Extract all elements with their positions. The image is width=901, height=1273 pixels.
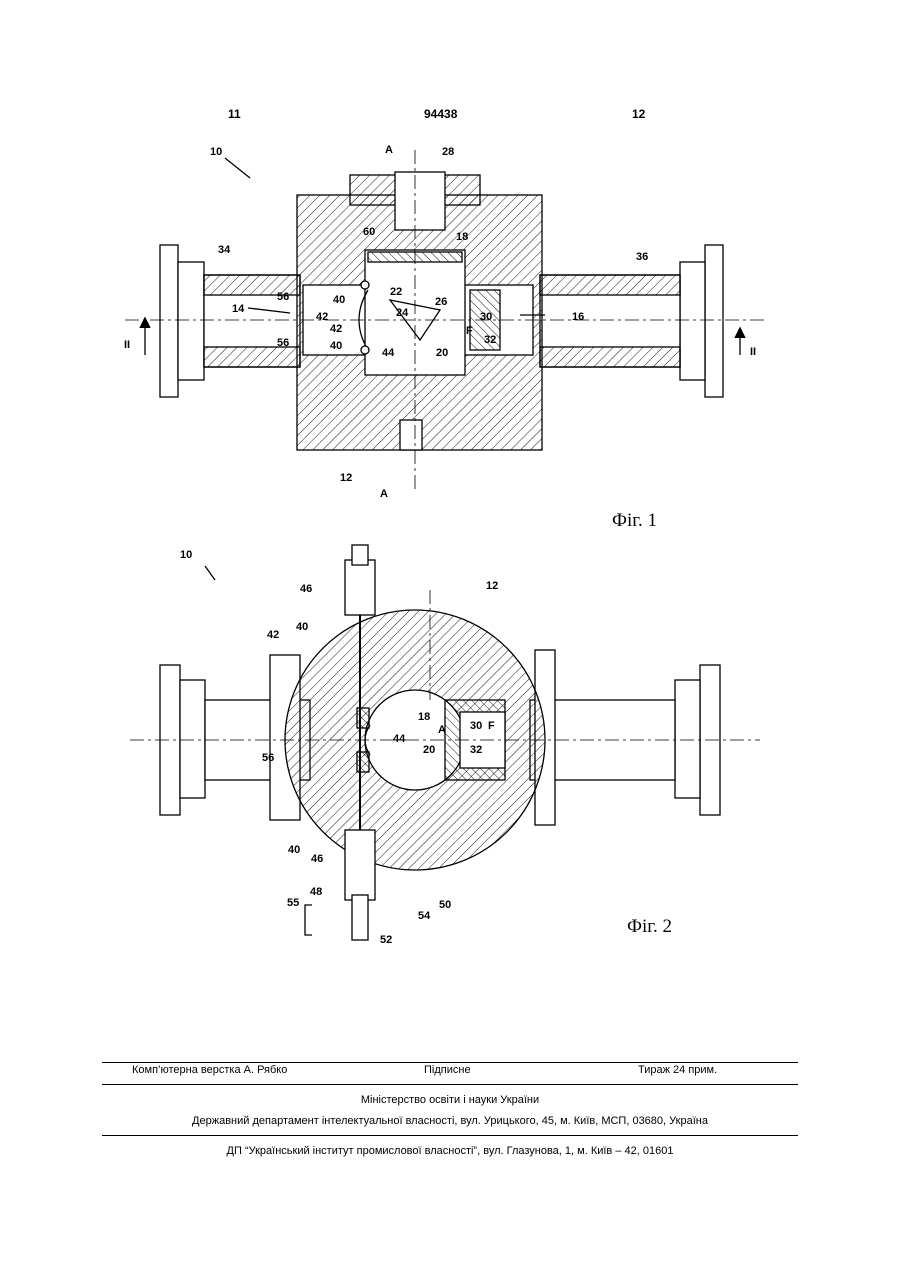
figure-1-drawing bbox=[125, 150, 765, 490]
fig1-ref-44: 44 bbox=[382, 347, 395, 359]
footer-middle-rule bbox=[102, 1084, 798, 1085]
fig2-ref-42: 42 bbox=[267, 629, 279, 641]
fig2-ref-40a: 40 bbox=[296, 621, 308, 633]
footer-typesetting: Комп’ютерна верстка А. Рябко bbox=[132, 1064, 287, 1076]
fig1-ref-f: F bbox=[466, 325, 473, 337]
fig1-caption: Фіг. 1 bbox=[612, 510, 657, 531]
footer-bottom-rule bbox=[102, 1135, 798, 1136]
fig1-ref-60: 60 bbox=[363, 226, 375, 238]
fig1-ref-12: 12 bbox=[340, 472, 352, 484]
fig2-ref-30: 30 bbox=[470, 720, 482, 732]
fig1-ref-16: 16 bbox=[572, 311, 584, 323]
fig1-section-ii-right: II bbox=[750, 346, 756, 358]
fig1-axis-a-top: A bbox=[385, 144, 393, 156]
fig2-caption: Фіг. 2 bbox=[627, 916, 672, 937]
fig1-ref-40b: 40 bbox=[330, 340, 342, 352]
fig2-ref-48: 48 bbox=[310, 886, 322, 898]
fig2-ref-56: 56 bbox=[262, 752, 274, 764]
footer-top-rule bbox=[102, 1062, 798, 1063]
footer-ministry: Міністерство освіти і науки України bbox=[102, 1094, 798, 1106]
fig2-ref-52: 52 bbox=[380, 934, 392, 946]
fig1-ref-14: 14 bbox=[232, 303, 245, 315]
fig1-axis-a-bottom: A bbox=[380, 488, 388, 500]
fig1-ref-42a: 42 bbox=[316, 311, 328, 323]
fig1-ref-10: 10 bbox=[210, 146, 222, 158]
technical-drawings: 10 A 28 60 18 34 36 56 40 22 26 14 42 24… bbox=[0, 0, 901, 1000]
footer-signed: Підписне bbox=[424, 1064, 471, 1076]
fig1-ref-36: 36 bbox=[636, 251, 648, 263]
fig1-ref-24: 24 bbox=[396, 307, 409, 319]
fig1-ref-20: 20 bbox=[436, 347, 448, 359]
fig2-ref-46b: 46 bbox=[311, 853, 323, 865]
fig1-ref-18: 18 bbox=[456, 231, 468, 243]
fig1-ref-34: 34 bbox=[218, 244, 231, 256]
footer-department: Державний департамент інтелектуальної вл… bbox=[102, 1115, 798, 1127]
fig2-ref-50: 50 bbox=[439, 899, 451, 911]
fig1-ref-22: 22 bbox=[390, 286, 402, 298]
fig2-ref-46a: 46 bbox=[300, 583, 312, 595]
fig2-ref-54: 54 bbox=[418, 910, 431, 922]
fig1-ref-42b: 42 bbox=[330, 323, 342, 335]
fig1-ref-28: 28 bbox=[442, 146, 454, 158]
fig1-ref-56a: 56 bbox=[277, 291, 289, 303]
footer-circulation: Тираж 24 прим. bbox=[638, 1064, 717, 1076]
fig1-ref-32: 32 bbox=[484, 334, 496, 346]
fig2-ref-32: 32 bbox=[470, 744, 482, 756]
fig2-ref-a: A bbox=[438, 724, 446, 736]
fig1-ref-26: 26 bbox=[435, 296, 447, 308]
fig1-ref-56b: 56 bbox=[277, 337, 289, 349]
fig1-section-ii-left: II bbox=[124, 339, 130, 351]
fig1-ref-30: 30 bbox=[480, 311, 492, 323]
fig1-ref-40a: 40 bbox=[333, 294, 345, 306]
fig2-ref-20: 20 bbox=[423, 744, 435, 756]
fig2-ref-12: 12 bbox=[486, 580, 498, 592]
fig2-ref-55: 55 bbox=[287, 897, 299, 909]
figure-2-drawing bbox=[130, 545, 760, 940]
fig2-ref-40b: 40 bbox=[288, 844, 300, 856]
fig2-ref-f: F bbox=[488, 720, 495, 732]
fig2-ref-18: 18 bbox=[418, 711, 430, 723]
footer-institute: ДП “Український інститут промислової вла… bbox=[102, 1145, 798, 1157]
fig2-ref-10: 10 bbox=[180, 549, 192, 561]
fig2-ref-44: 44 bbox=[393, 733, 406, 745]
